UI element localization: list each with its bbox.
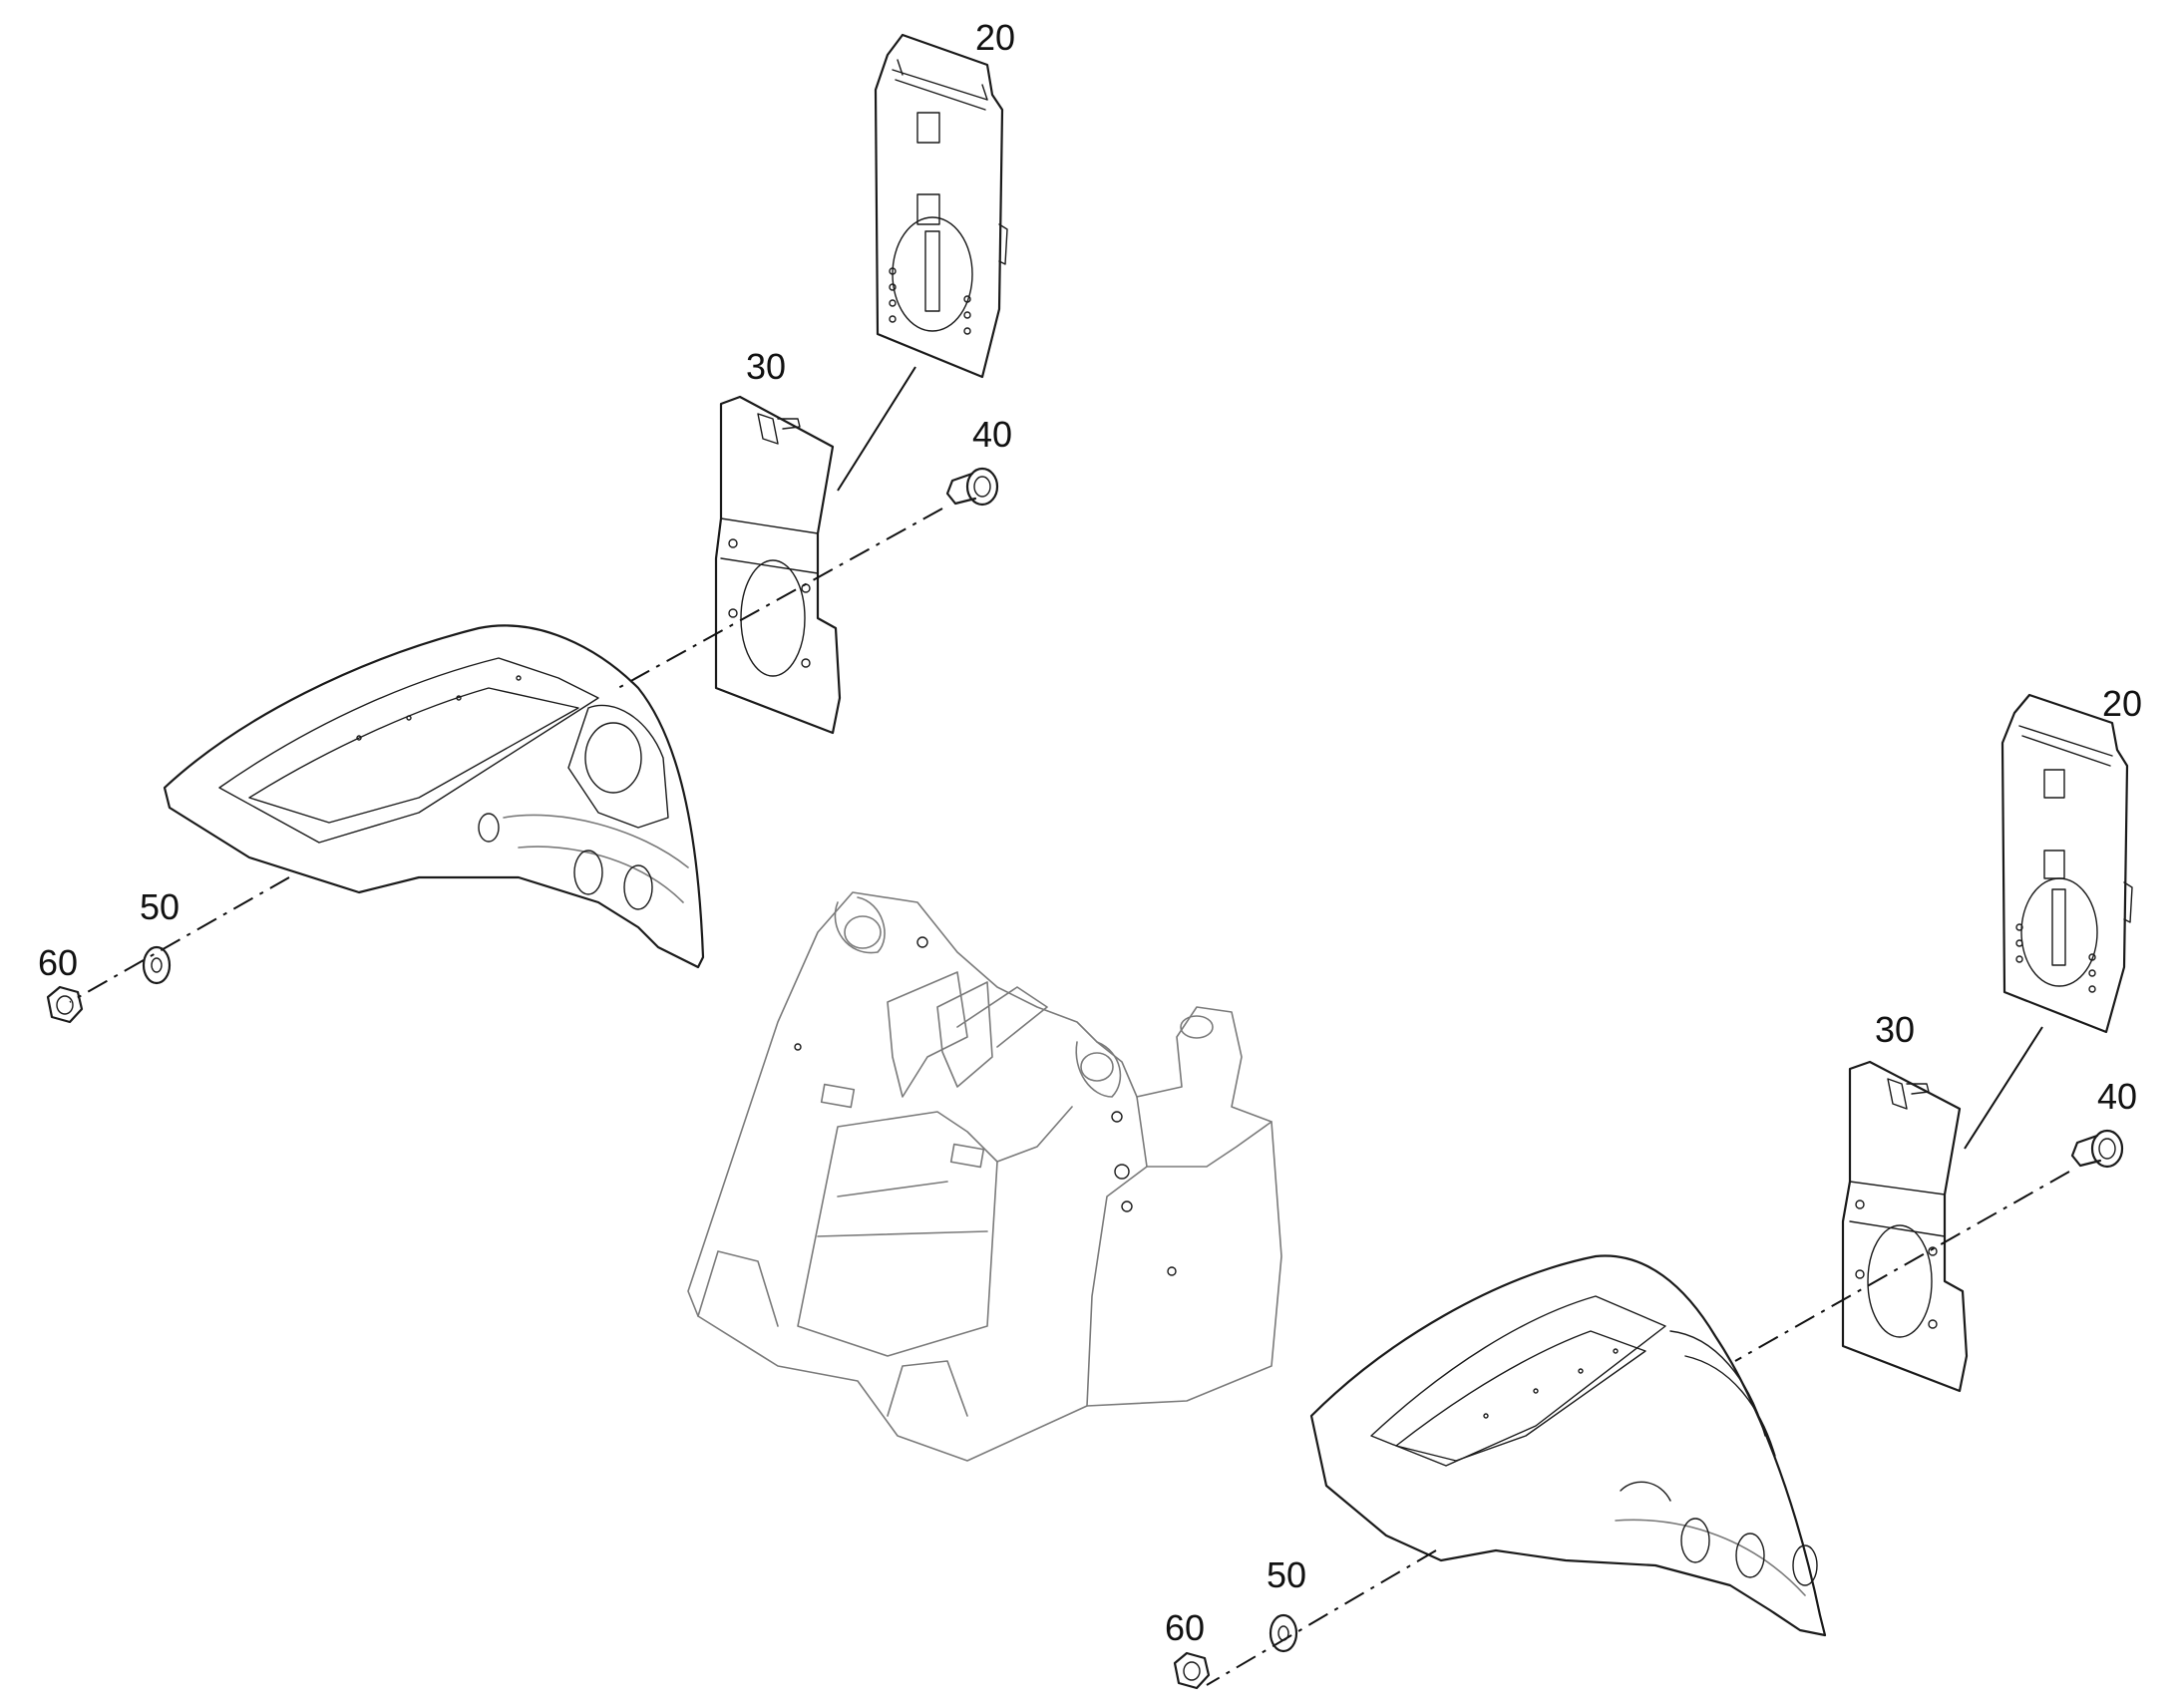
callout-60-left: 60 xyxy=(38,942,78,983)
plate-part-30-right xyxy=(1841,1060,1969,1393)
callout-60-right: 60 xyxy=(1165,1607,1205,1648)
fender-right xyxy=(1309,1254,1827,1637)
plate-part-30-left xyxy=(714,395,842,735)
callout-20-right: 20 xyxy=(2102,683,2142,724)
leader-20-left xyxy=(837,366,916,492)
assembly-axis-left-lower xyxy=(69,876,290,1003)
bracket-part-20-right xyxy=(2000,693,2133,1034)
callout-40-right: 40 xyxy=(2097,1076,2137,1117)
callout-50-left: 50 xyxy=(140,886,180,927)
fender-left xyxy=(163,624,705,969)
washer-part-50-right xyxy=(1269,1613,1298,1653)
callout-40-left: 40 xyxy=(972,414,1012,455)
callout-50-right: 50 xyxy=(1267,1554,1306,1595)
nut-part-60-right xyxy=(1173,1651,1211,1690)
assembly-axis-right-lower xyxy=(1206,1549,1437,1686)
assembly-axis-left-upper xyxy=(617,508,943,689)
leader-20-right xyxy=(1964,1026,2043,1150)
bolt-part-40-right xyxy=(2070,1129,2124,1169)
washer-part-50-left xyxy=(142,945,172,985)
bracket-part-20-left xyxy=(874,33,1008,379)
bolt-part-40-left xyxy=(945,467,999,507)
callout-30-right: 30 xyxy=(1875,1009,1915,1050)
callout-20-left: 20 xyxy=(975,17,1015,58)
assembly-axis-right-upper xyxy=(1734,1171,2070,1362)
callout-30-left: 30 xyxy=(746,346,786,387)
nut-part-60-left xyxy=(46,985,84,1024)
chassis-frame xyxy=(687,891,1282,1462)
